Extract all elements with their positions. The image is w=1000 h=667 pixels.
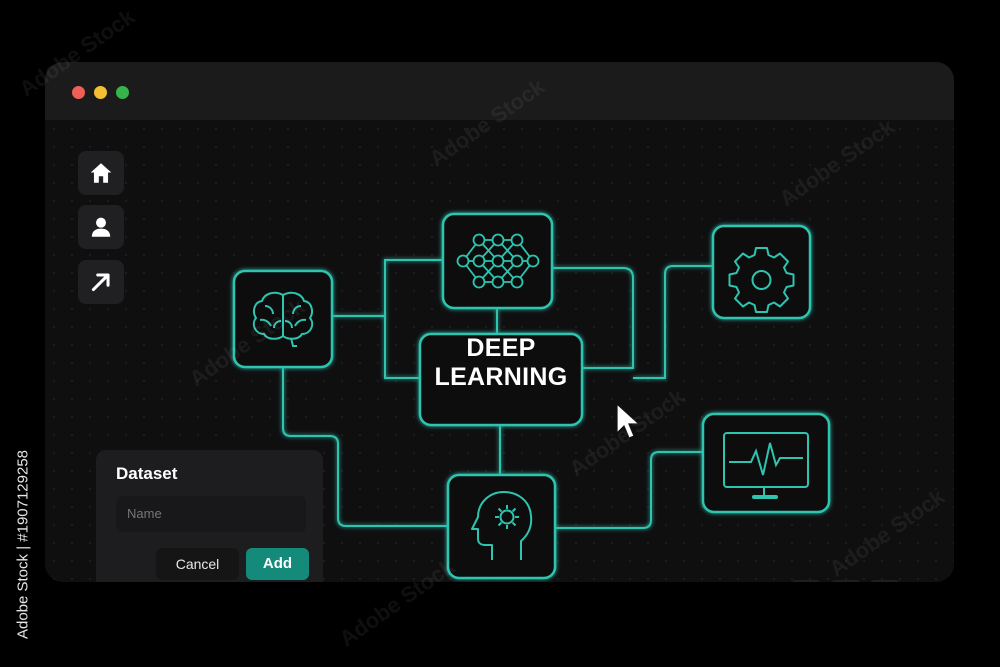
title-bar xyxy=(45,62,954,120)
diagram-title-line2: LEARNING xyxy=(434,363,568,391)
gear-icon xyxy=(728,247,795,313)
diagram-canvas: DEEP LEARNING Dataset Cancel Add xyxy=(45,120,954,582)
diagram-title: DEEP LEARNING xyxy=(421,334,581,392)
head-gear-icon xyxy=(471,491,533,560)
neural-network-icon xyxy=(456,233,540,289)
deep-learning-node[interactable] xyxy=(418,332,584,427)
cancel-button[interactable]: Cancel xyxy=(156,548,239,580)
stock-id-text: Adobe Stock | #1907129258 xyxy=(14,449,32,640)
brain-icon xyxy=(252,291,314,347)
connector-lines xyxy=(282,259,713,529)
dataset-panel: Dataset Cancel Add xyxy=(96,450,323,582)
app-window: DEEP LEARNING Dataset Cancel Add xyxy=(45,62,954,582)
menu-button[interactable] xyxy=(790,580,822,582)
neural-network-node[interactable] xyxy=(441,212,554,310)
add-button[interactable]: Add xyxy=(246,548,309,580)
ai-head-node[interactable] xyxy=(446,473,557,580)
maximize-window-button[interactable] xyxy=(116,86,129,99)
close-window-button[interactable] xyxy=(72,86,85,99)
arrow-up-right-icon xyxy=(91,273,110,292)
diagram-title-line1: DEEP xyxy=(466,334,536,362)
user-icon xyxy=(91,217,111,237)
monitor-pulse-icon xyxy=(723,432,809,499)
settings-node[interactable] xyxy=(711,224,812,320)
mouse-cursor-icon xyxy=(616,402,641,439)
refresh-button[interactable] xyxy=(830,580,862,582)
home-icon xyxy=(90,163,112,183)
deep-learning-diagram xyxy=(232,212,831,580)
dataset-panel-title: Dataset xyxy=(116,464,178,483)
sidebar-home-button[interactable] xyxy=(78,151,124,195)
brain-node[interactable] xyxy=(232,269,334,369)
minimize-window-button[interactable] xyxy=(94,86,107,99)
dataset-name-input[interactable] xyxy=(116,496,306,532)
sidebar-arrow-button[interactable] xyxy=(78,260,124,304)
sidebar-user-button[interactable] xyxy=(78,205,124,249)
stock-id-watermark: Adobe Stock | #1907129258 xyxy=(13,426,33,666)
monitor-node[interactable] xyxy=(701,412,831,514)
window-toggle-button[interactable] xyxy=(869,580,901,582)
